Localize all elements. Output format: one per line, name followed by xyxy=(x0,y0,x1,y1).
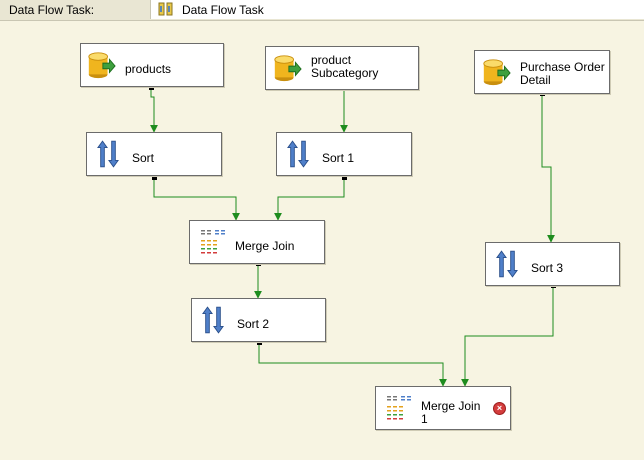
design-canvas[interactable]: products product Subcategory Purchase Or… xyxy=(0,20,644,440)
output-port[interactable] xyxy=(257,342,262,345)
sort-icon xyxy=(287,140,309,168)
component-sort-1[interactable]: Sort 1 xyxy=(276,132,412,176)
output-port[interactable] xyxy=(256,263,261,266)
component-products[interactable]: products xyxy=(80,43,224,87)
component-merge-join-1[interactable]: Merge Join 1 × xyxy=(375,386,511,430)
component-label-line2: Detail xyxy=(520,73,551,87)
database-source-icon xyxy=(88,52,116,79)
component-merge-join[interactable]: Merge Join xyxy=(189,220,325,264)
component-label: Sort 3 xyxy=(531,261,564,275)
component-label: products xyxy=(125,62,172,76)
task-select-value: Data Flow Task xyxy=(182,3,264,17)
path-sort3-mergejoin1[interactable] xyxy=(461,288,554,387)
component-label: Sort 2 xyxy=(237,317,270,331)
output-port[interactable] xyxy=(149,87,154,90)
component-label: Sort xyxy=(132,151,155,165)
component-label-line1: product xyxy=(311,53,352,67)
path-products-sort[interactable] xyxy=(150,89,158,133)
component-sort[interactable]: Sort xyxy=(86,132,222,176)
component-label-line2: 1 xyxy=(421,412,428,426)
database-source-icon xyxy=(274,55,302,82)
merge-join-icon xyxy=(387,396,411,420)
output-port[interactable] xyxy=(540,93,545,96)
sort-icon xyxy=(496,250,518,278)
task-selector[interactable]: Data Flow Task xyxy=(150,0,644,19)
component-label: Sort 1 xyxy=(322,151,355,165)
component-label-line2: Subcategory xyxy=(311,66,379,80)
path-sort-mergejoin[interactable] xyxy=(153,179,240,221)
database-source-icon xyxy=(483,59,511,86)
error-icon[interactable]: × xyxy=(493,402,506,415)
data-flow-task-icon xyxy=(158,2,173,16)
output-port[interactable] xyxy=(152,177,157,180)
task-label: Data Flow Task: xyxy=(9,3,95,17)
output-port[interactable] xyxy=(551,285,556,288)
sort-icon xyxy=(97,140,119,168)
data-flow-paths xyxy=(149,87,556,387)
component-purchase-order-detail[interactable]: Purchase Order Detail xyxy=(474,50,610,94)
component-label-line1: Purchase Order xyxy=(520,60,605,74)
component-product-subcategory[interactable]: product Subcategory xyxy=(265,46,419,90)
component-label: Merge Join xyxy=(235,239,295,253)
path-pod-sort3[interactable] xyxy=(541,95,555,243)
path-sort2-mergejoin1[interactable] xyxy=(258,344,447,387)
sort-icon xyxy=(202,306,224,334)
output-port[interactable] xyxy=(342,177,347,180)
component-sort-3[interactable]: Sort 3 xyxy=(485,242,620,286)
merge-join-icon xyxy=(201,230,225,254)
toolbar: Data Flow Task: Data Flow Task xyxy=(0,0,644,21)
component-label-line1: Merge Join xyxy=(421,399,481,413)
path-sort1-mergejoin[interactable] xyxy=(274,179,345,221)
component-sort-2[interactable]: Sort 2 xyxy=(191,298,326,342)
